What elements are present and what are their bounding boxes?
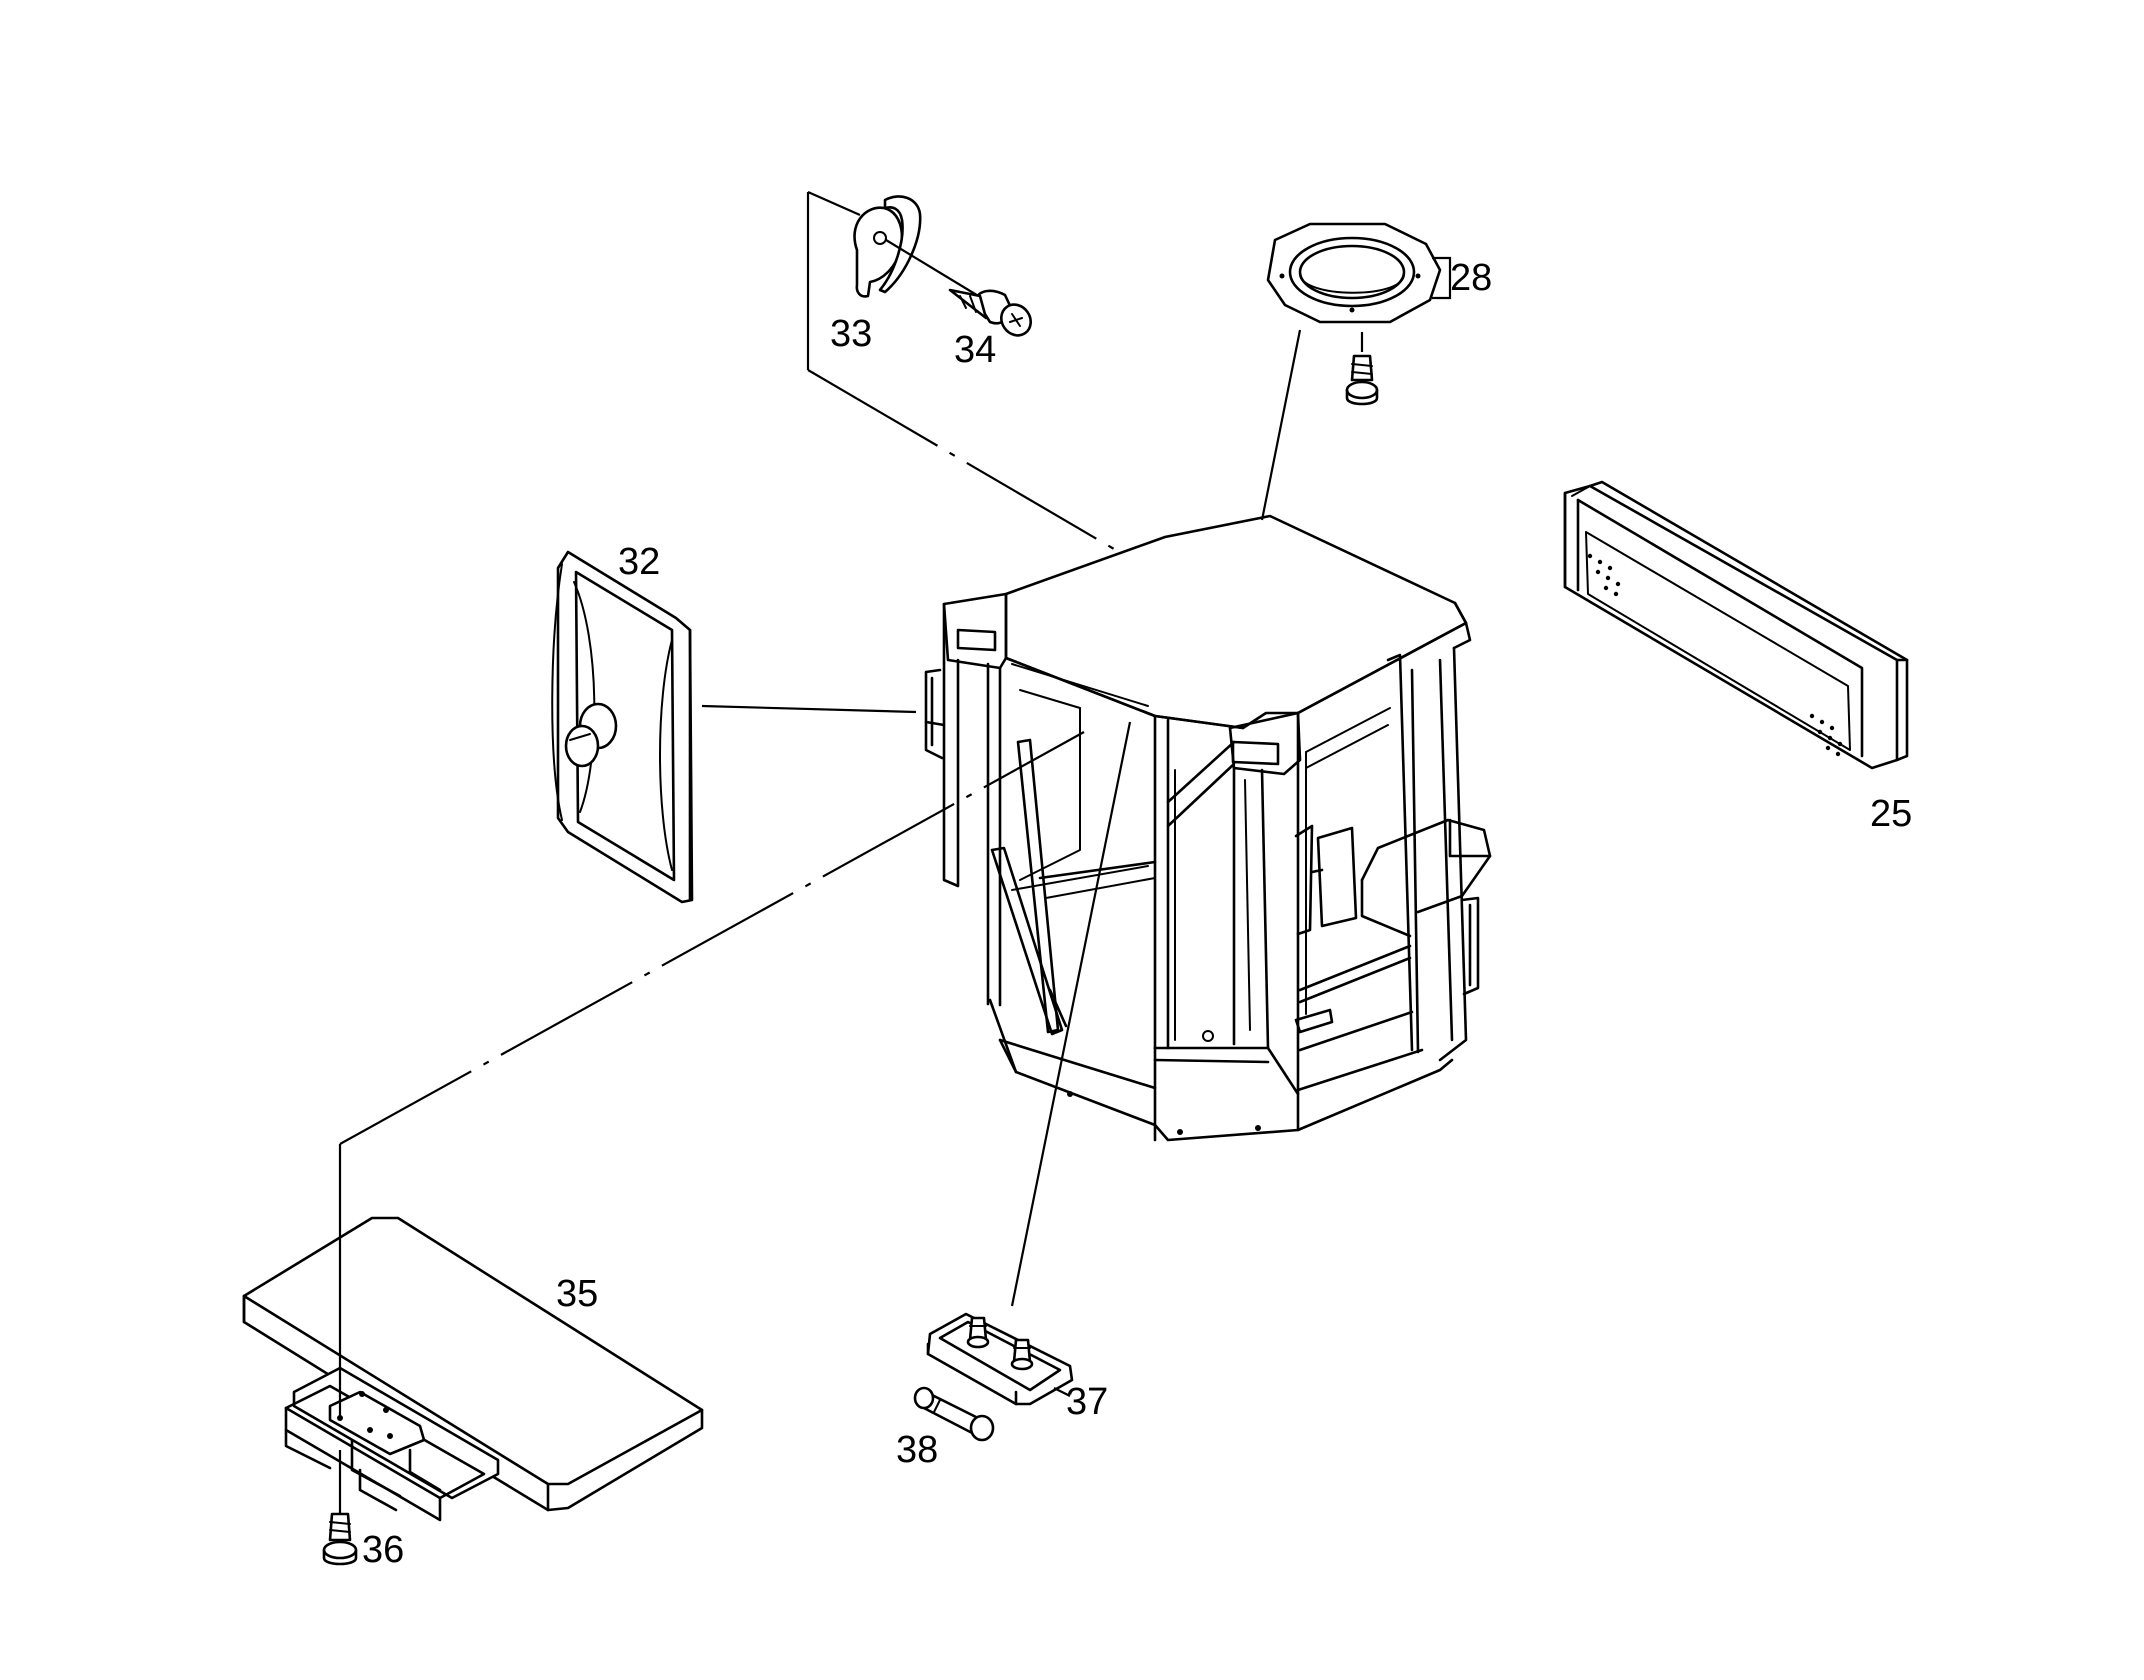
callouts: 25 28 32 33 34 35 36 37 38: [362, 257, 1912, 1571]
part-25-lamp-housing: [1563, 480, 1909, 770]
leader-37: [1010, 721, 1132, 1397]
part-34-screw: [885, 239, 1032, 337]
leader-32: [701, 704, 917, 714]
part-38-pin: [913, 1386, 995, 1442]
callout-35: 35: [556, 1273, 598, 1315]
callout-25: 25: [1870, 793, 1912, 835]
part-36-screw: [322, 1512, 358, 1566]
part-33-coat-hook: [853, 195, 922, 298]
callout-34: 34: [954, 329, 996, 371]
lamp-dots: [1587, 553, 1843, 757]
cab-assembly: [924, 514, 1492, 1142]
callout-37: 37: [1066, 1381, 1108, 1423]
part-28-ring-flange: [1266, 222, 1452, 406]
callout-36: 36: [362, 1529, 404, 1571]
callout-28: 28: [1450, 257, 1492, 299]
part-35-tray: [242, 1216, 704, 1522]
leader-33: [806, 190, 1115, 550]
callout-32: 32: [618, 541, 660, 583]
callout-38: 38: [896, 1429, 938, 1471]
part-37-rubber-pad: [926, 1312, 1074, 1406]
leader-28: [1260, 329, 1302, 521]
part-32-mirror: [551, 550, 694, 904]
callout-33: 33: [830, 313, 872, 355]
leader-35: [338, 731, 1085, 1514]
